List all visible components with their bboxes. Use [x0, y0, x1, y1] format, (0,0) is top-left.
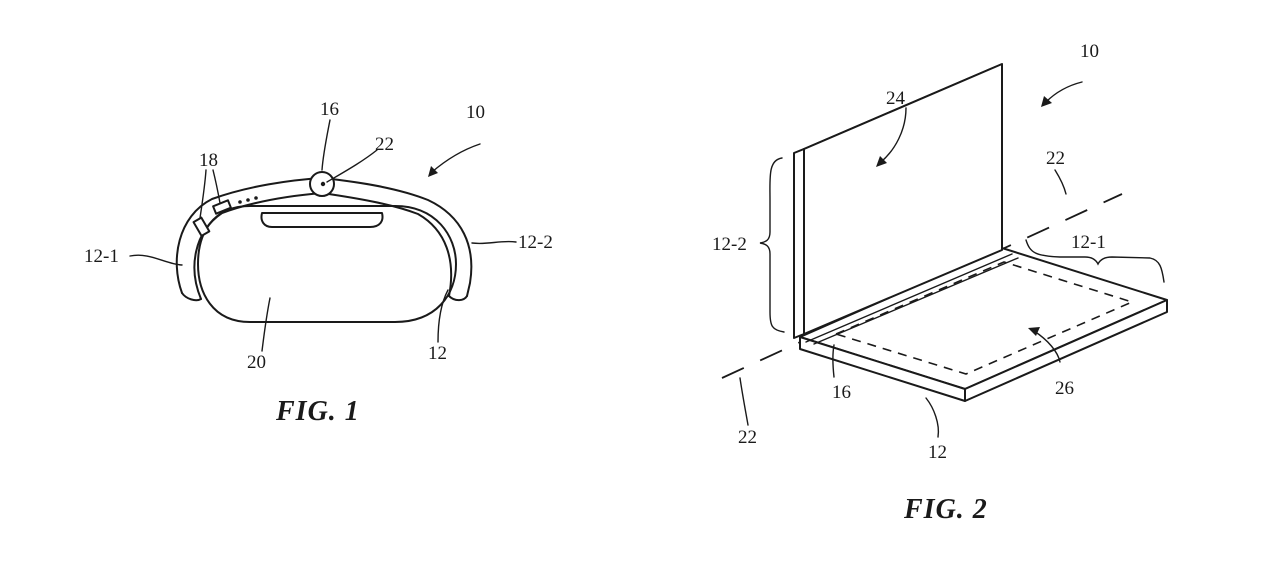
label-housing-12: 12 [928, 442, 947, 463]
label-wrist-20: 20 [247, 352, 266, 373]
leader-12-2 [471, 240, 517, 245]
figure-1-caption: FIG. 1 [275, 396, 360, 427]
label-axis-22-bottom: 22 [738, 427, 757, 448]
leader-10 [1045, 81, 1083, 103]
leader-16 [832, 344, 835, 378]
arrowhead-26 [1028, 327, 1040, 336]
indicator-dot [246, 198, 250, 202]
leader-20 [261, 297, 271, 352]
leader-22 [326, 149, 378, 183]
sensor-pad [260, 212, 384, 228]
hinge-pin [320, 181, 326, 187]
figure-1: 10 16 22 18 12-1 12-2 12 20 FIG. 1 [84, 99, 553, 427]
upper-housing-side [793, 148, 805, 339]
label-device-10: 10 [466, 102, 485, 123]
leader-12 [925, 397, 940, 438]
label-hinge-16: 16 [320, 99, 339, 120]
hinge-seam-inner [813, 257, 1019, 345]
label-portion-12-1: 12-1 [1071, 232, 1106, 253]
figure-2: 10 24 22 12-2 12-1 26 16 22 12 FIG. 2 [712, 41, 1168, 525]
bracket-12-1 [1025, 239, 1165, 283]
label-hinge-16: 16 [832, 382, 851, 403]
leader-18b [212, 169, 221, 204]
wrist-outline [197, 205, 457, 323]
label-axis-22-top: 22 [1046, 148, 1065, 169]
figure-2-caption: FIG. 2 [903, 494, 988, 525]
leader-22-bottom [739, 377, 749, 426]
label-axis-22: 22 [375, 134, 394, 155]
label-portion-12-2: 12-2 [712, 234, 747, 255]
label-portion-12-1: 12-1 [84, 246, 119, 267]
arrowhead-10 [428, 166, 438, 177]
band-end-left [181, 292, 202, 302]
bracket-12-2 [759, 157, 785, 333]
hinge-seam [805, 253, 1013, 343]
leader-22-top [1054, 169, 1067, 195]
label-buttons-18: 18 [199, 150, 218, 171]
leader-18a [199, 169, 207, 219]
band-end-right [448, 295, 468, 302]
arrowhead-24 [876, 156, 887, 167]
leader-10 [431, 143, 481, 173]
leader-12-1 [129, 254, 183, 266]
indicator-dot [254, 196, 258, 200]
lower-housing-side-face [964, 299, 1168, 402]
leader-26 [1033, 330, 1061, 363]
label-portion-12-2: 12-2 [518, 232, 553, 253]
indicator-dot [238, 200, 242, 204]
label-display-24: 24 [886, 88, 906, 109]
leader-24 [880, 107, 907, 163]
label-housing-12: 12 [428, 343, 447, 364]
upper-housing-edge [793, 63, 1003, 154]
arrowhead-10 [1041, 96, 1052, 107]
button-lower [192, 216, 211, 237]
leader-12 [437, 289, 449, 343]
leader-16 [321, 119, 331, 171]
label-device-10: 10 [1080, 41, 1099, 62]
label-display-26: 26 [1055, 378, 1074, 399]
